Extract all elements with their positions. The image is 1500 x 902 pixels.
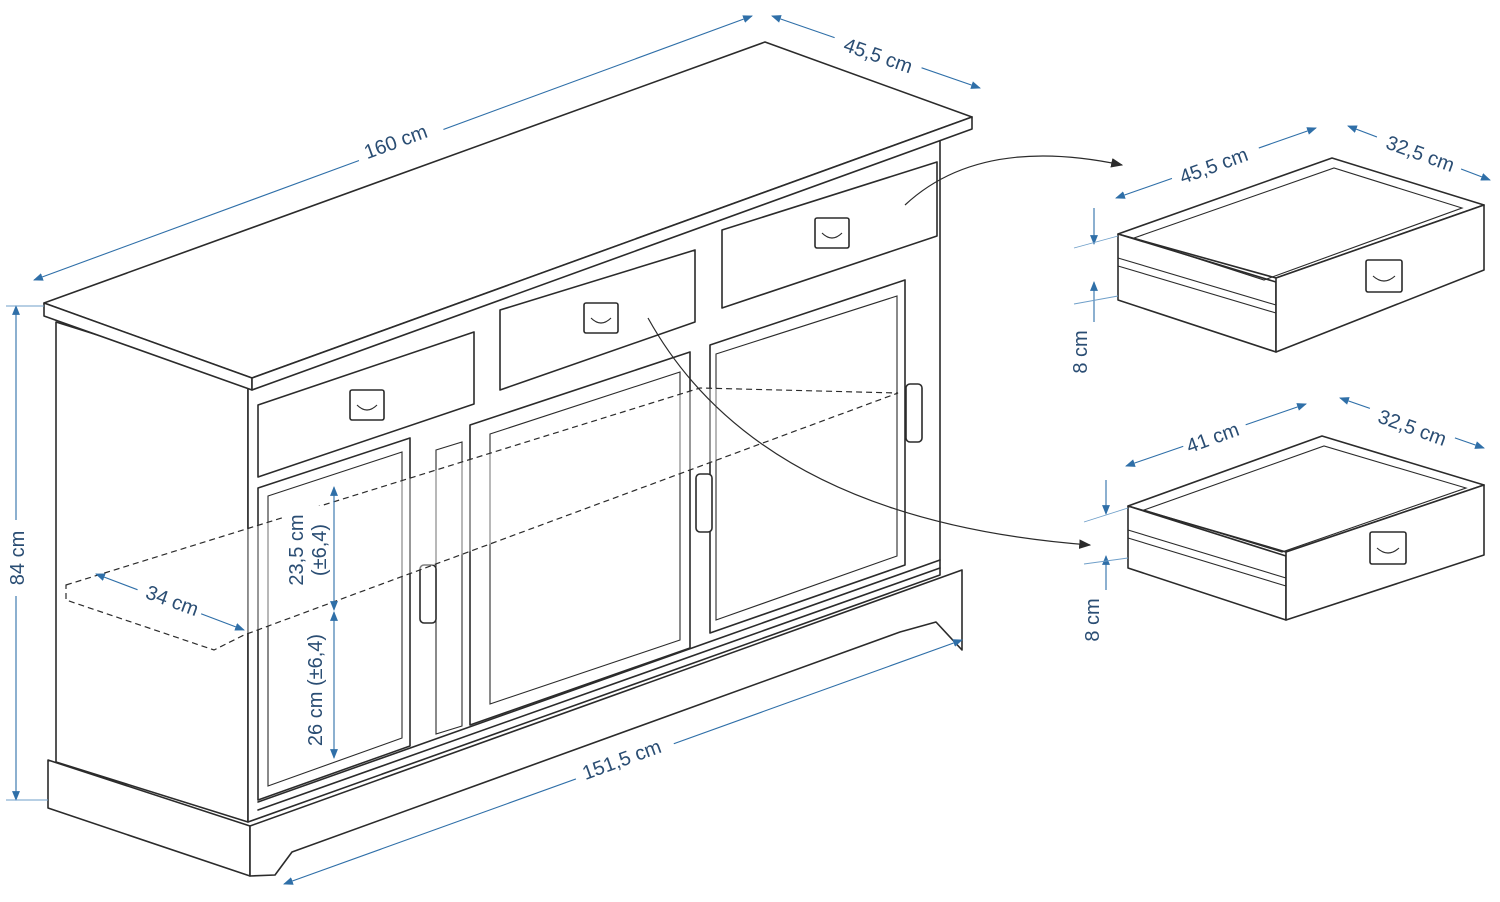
small-drawer-handle: [1369, 531, 1407, 565]
sliding-door-right: [709, 279, 906, 634]
door-pull-middle: [695, 473, 713, 533]
label-cabinet-height: 84 cm: [7, 531, 29, 585]
drawer-handle-left: [349, 389, 385, 421]
label-lower-compartment-height: 26 cm (±6,4): [305, 634, 327, 746]
door-pull-right: [905, 383, 923, 443]
drawer-handle-right: [814, 217, 850, 249]
label-large-drawer-height: 8 cm: [1070, 330, 1092, 373]
label-small-drawer-height: 8 cm: [1082, 598, 1104, 641]
drawer-handle-middle: [583, 302, 619, 334]
callout-arrow-to-small-drawer: [647, 317, 1092, 549]
callout-arrow-to-large-drawer: [904, 155, 1124, 206]
label-upper-compartment-tolerance: (±6,4): [309, 524, 331, 576]
label-small-drawer-depth: 32,5 cm: [1375, 406, 1449, 451]
label-upper-compartment-height: 23,5 cm: [286, 514, 308, 585]
door-pull-left: [419, 564, 437, 624]
sideboard-cabinet: [43, 41, 973, 877]
small-drawer: [1127, 435, 1485, 621]
label-large-drawer-depth: 32,5 cm: [1383, 132, 1457, 177]
adjustable-shelf: [65, 387, 899, 651]
large-drawer-handle: [1365, 259, 1403, 293]
label-large-drawer-width: 45,5 cm: [1177, 144, 1251, 189]
large-drawer: [1117, 157, 1485, 353]
